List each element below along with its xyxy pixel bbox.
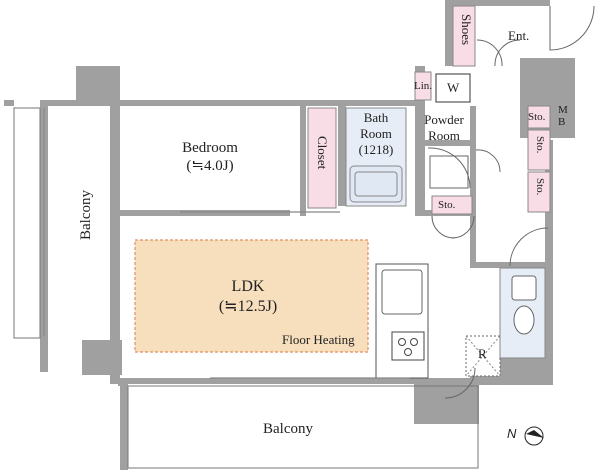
door-swings	[427, 5, 595, 399]
bath-name-line2: Room	[360, 126, 392, 141]
storage-panels	[307, 5, 551, 215]
sliding-doors	[43, 108, 410, 379]
shoes-label: Shoes	[459, 14, 474, 46]
cooktop	[391, 331, 425, 361]
floor-heating-area	[134, 239, 369, 353]
closet-label: Closet	[315, 136, 330, 170]
linen-label: Lin.	[414, 80, 433, 92]
ldk-name: LDK	[231, 278, 265, 295]
entrance-label: Ent.	[508, 28, 530, 43]
balcony-left-outline	[13, 107, 41, 339]
kitchen-counter	[375, 263, 429, 379]
floor-heating-note: Floor Heating	[282, 332, 355, 347]
bathtub	[349, 165, 403, 203]
balcony-bottom-outline	[127, 385, 479, 469]
storage-label-hall: Sto.	[438, 199, 456, 211]
meter-box-label: MB	[558, 104, 568, 128]
washer-box	[435, 73, 471, 103]
storage-label-upper: Sto.	[534, 136, 546, 154]
bath-name-line1: Bath	[363, 110, 389, 125]
kitchen-sink	[381, 269, 423, 315]
washbasin	[429, 155, 469, 189]
storage-label-small: Sto.	[528, 111, 546, 123]
refrigerator-label: R	[478, 346, 487, 361]
storage-label-lower: Sto.	[534, 178, 546, 196]
balcony-bottom-label: Balcony	[263, 421, 313, 437]
washer-label: W	[447, 80, 460, 95]
compass-label: N	[507, 426, 517, 441]
balcony-left-label: Balcony	[78, 190, 94, 240]
powder-room-line2: Room	[428, 128, 460, 143]
bedroom-name: Bedroom	[182, 140, 238, 156]
ldk-size: (≒12.5J)	[218, 298, 278, 315]
bath-size: (1218)	[358, 142, 394, 157]
powder-room-line1: Powder	[424, 112, 464, 127]
bedroom-size: (≒4.0J)	[186, 158, 234, 174]
compass-icon	[524, 426, 544, 446]
